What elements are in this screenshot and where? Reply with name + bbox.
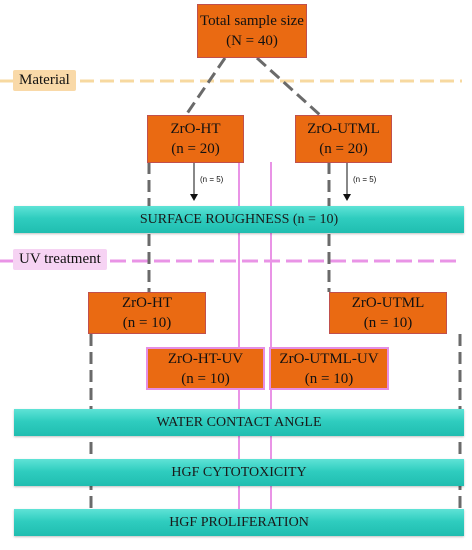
group-ht-count: (n = 20) xyxy=(171,141,220,157)
sub-box-ht-uv: ZrO-HT-UV (n = 10) xyxy=(146,347,265,390)
top-to-utml-connector xyxy=(255,56,322,117)
sub-ht-name: ZrO-HT xyxy=(122,295,172,311)
sub-utml-name: ZrO-UTML xyxy=(351,295,425,311)
group-utml-count: (n = 20) xyxy=(319,141,368,157)
group-utml-name: ZrO-UTML xyxy=(307,121,380,137)
sub-utml-uv-count: (n = 10) xyxy=(304,370,354,387)
material-label: Material xyxy=(13,70,76,91)
sub-ht-uv-count: (n = 10) xyxy=(181,370,230,387)
top-to-ht-connector xyxy=(184,57,227,116)
group-box-ht: ZrO-HT (n = 20) xyxy=(147,115,244,163)
sub-ht-count: (n = 10) xyxy=(122,315,172,331)
sub-box-utml-uv: ZrO-UTML-UV (n = 10) xyxy=(269,347,389,390)
group-box-utml: ZrO-UTML (n = 20) xyxy=(295,115,392,163)
total-sample-count: (N = 40) xyxy=(226,33,278,49)
sub-box-ht: ZrO-HT (n = 10) xyxy=(88,292,206,334)
total-sample-title: Total sample size xyxy=(200,13,304,29)
utml-arrow-label: (n = 5) xyxy=(353,175,377,184)
water-contact-angle-band: WATER CONTACT ANGLE xyxy=(14,409,464,436)
hgf-proliferation-band: HGF PROLIFERATION xyxy=(14,509,464,536)
surface-roughness-band: SURFACE ROUGHNESS (n = 10) xyxy=(14,206,464,233)
group-ht-name: ZrO-HT xyxy=(170,121,221,137)
sub-box-utml: ZrO-UTML (n = 10) xyxy=(329,292,447,334)
sub-utml-count: (n = 10) xyxy=(363,315,413,331)
hgf-cytotoxicity-band: HGF CYTOTOXICITY xyxy=(14,459,464,486)
sub-ht-uv-name: ZrO-HT-UV xyxy=(167,350,244,367)
total-sample-box: Total sample size (N = 40) xyxy=(197,4,307,58)
ht-arrow-label: (n = 5) xyxy=(200,175,224,184)
uv-treatment-label: UV treatment xyxy=(13,249,107,270)
sub-utml-uv-name: ZrO-UTML-UV xyxy=(279,350,379,367)
